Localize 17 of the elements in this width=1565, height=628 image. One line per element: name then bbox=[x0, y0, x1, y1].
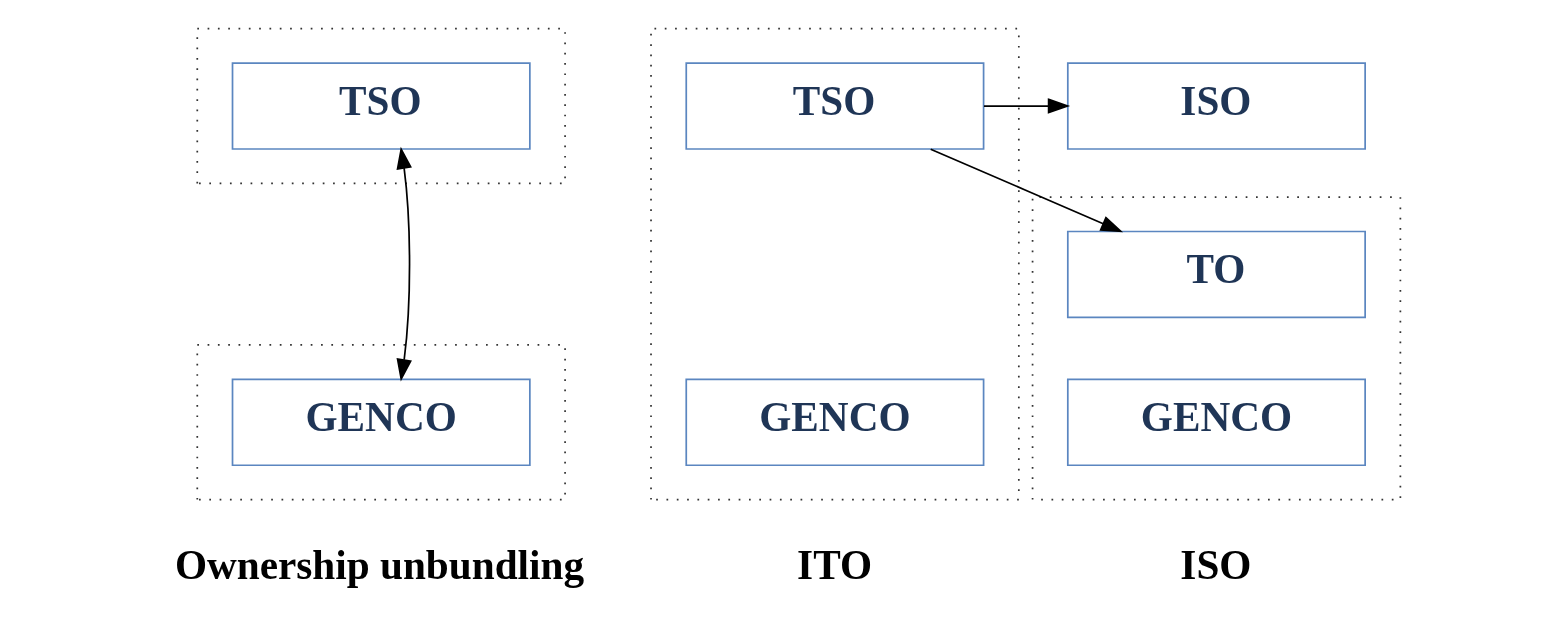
arrow bbox=[396, 146, 412, 382]
label: ISO bbox=[1180, 542, 1252, 589]
label: ITO bbox=[797, 542, 872, 589]
cluster bbox=[196, 344, 566, 501]
node-box: GENCO bbox=[231, 378, 531, 467]
arrow bbox=[929, 148, 1124, 233]
node-box: GENCO bbox=[685, 378, 985, 467]
node-box: ISO bbox=[1066, 62, 1366, 150]
cluster bbox=[196, 27, 566, 185]
cluster bbox=[650, 27, 1020, 501]
node-box: TO bbox=[1066, 230, 1366, 319]
arrow bbox=[983, 98, 1071, 114]
node-box: GENCO bbox=[1066, 378, 1366, 467]
label: Ownership unbundling bbox=[174, 542, 585, 589]
node-box: TSO bbox=[685, 62, 985, 150]
cluster bbox=[1031, 196, 1402, 501]
node-box: TSO bbox=[231, 62, 531, 150]
